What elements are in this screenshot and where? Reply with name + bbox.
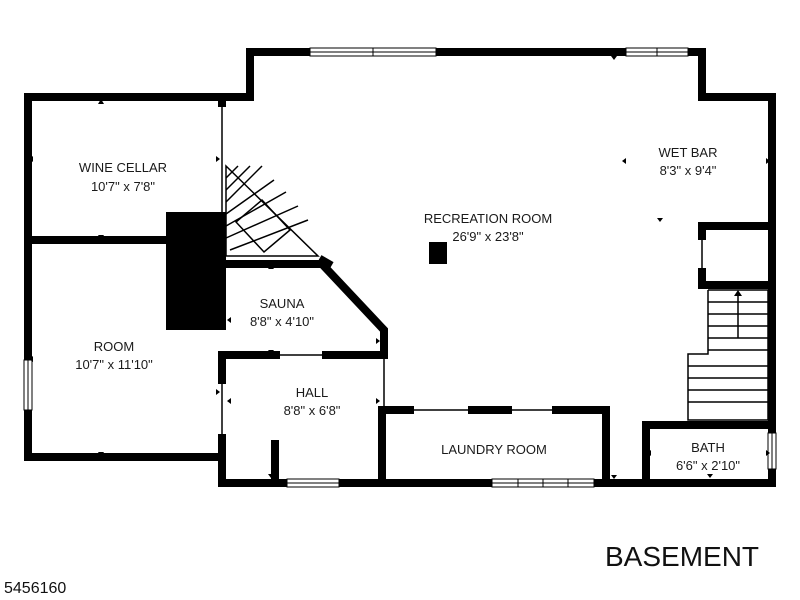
exterior-walls [24,48,776,487]
floor-label: BASEMENT [605,541,760,572]
room-label-laundry-room: LAUNDRY ROOM [441,442,547,457]
stairs-lower [687,289,769,421]
room-dim-recreation-room: 26'9" x 23'8" [452,229,524,244]
room-dim-bath: 6'6" x 2'10" [676,458,740,473]
room-dim-wet-bar: 8'3" x 9'4" [660,163,717,178]
room-dim-room: 10'7" x 11'10" [75,357,153,372]
stairs-upper [225,164,320,257]
interior-walls [24,93,776,483]
room-dim-hall: 8'8" x 6'8" [284,403,341,418]
room-label-bath: BATH [691,440,725,455]
room-labels: WINE CELLAR 10'7" x 7'8" ROOM 10'7" x 11… [75,145,740,473]
room-dim-sauna: 8'8" x 4'10" [250,314,314,329]
windows [23,47,777,488]
room-label-sauna: SAUNA [260,296,305,311]
dimension-ticks [29,56,770,479]
room-label-recreation-room: RECREATION ROOM [424,211,552,226]
listing-id: 5456160 [4,580,67,597]
room-label-room: ROOM [94,339,134,354]
room-dim-wine-cellar: 10'7" x 7'8" [91,179,155,194]
room-label-wet-bar: WET BAR [659,145,718,160]
room-label-wine-cellar: WINE CELLAR [79,160,167,175]
openings [221,103,703,438]
room-label-hall: HALL [296,385,329,400]
